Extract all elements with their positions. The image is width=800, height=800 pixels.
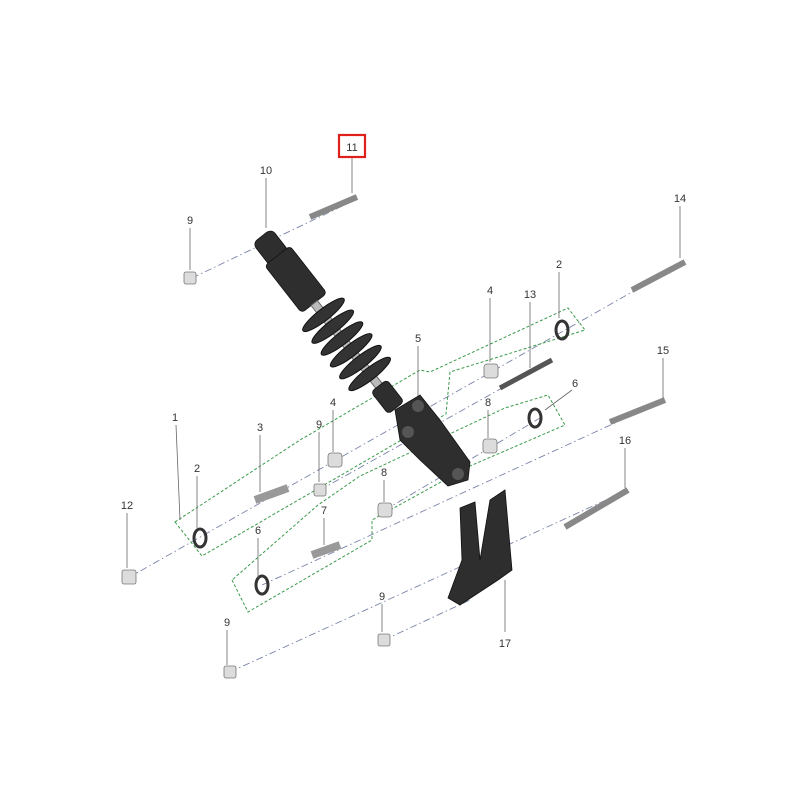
link-arm — [447, 489, 513, 606]
hardware — [121, 194, 687, 679]
callout-3[interactable]: 3 — [257, 422, 263, 434]
callout-1[interactable]: 1 — [172, 412, 178, 424]
shock-absorber — [254, 230, 403, 413]
callout-12[interactable]: 12 — [121, 500, 133, 512]
callout-2[interactable]: 2 — [194, 463, 200, 475]
callout-9[interactable]: 9 — [224, 617, 230, 629]
callout-14[interactable]: 14 — [674, 193, 686, 205]
callout-10[interactable]: 10 — [260, 165, 272, 177]
callout-11[interactable]: 11 — [346, 142, 357, 154]
callout-13[interactable]: 13 — [524, 289, 536, 301]
callout-9[interactable]: 9 — [379, 591, 385, 603]
callout-4[interactable]: 4 — [330, 397, 336, 409]
callout-5[interactable]: 5 — [415, 333, 421, 345]
callout-2[interactable]: 2 — [556, 259, 562, 271]
rocker-arm — [394, 394, 471, 487]
callout-9[interactable]: 9 — [316, 419, 322, 431]
callout-8[interactable]: 8 — [381, 467, 387, 479]
callout-15[interactable]: 15 — [657, 345, 669, 357]
callout-17[interactable]: 17 — [499, 638, 511, 650]
callout-labels: 11 10 9 14 2 4 13 5 15 6 4 8 3 9 1 16 2 … — [121, 142, 686, 650]
leader-lines — [126, 158, 681, 665]
callout-4[interactable]: 4 — [487, 285, 493, 297]
callout-9[interactable]: 9 — [187, 215, 193, 227]
callout-6[interactable]: 6 — [255, 525, 261, 537]
callout-7[interactable]: 7 — [321, 505, 327, 517]
callout-6[interactable]: 6 — [572, 378, 578, 390]
highlight-box — [337, 133, 367, 159]
callout-16[interactable]: 16 — [619, 435, 631, 447]
callout-8[interactable]: 8 — [485, 397, 491, 409]
